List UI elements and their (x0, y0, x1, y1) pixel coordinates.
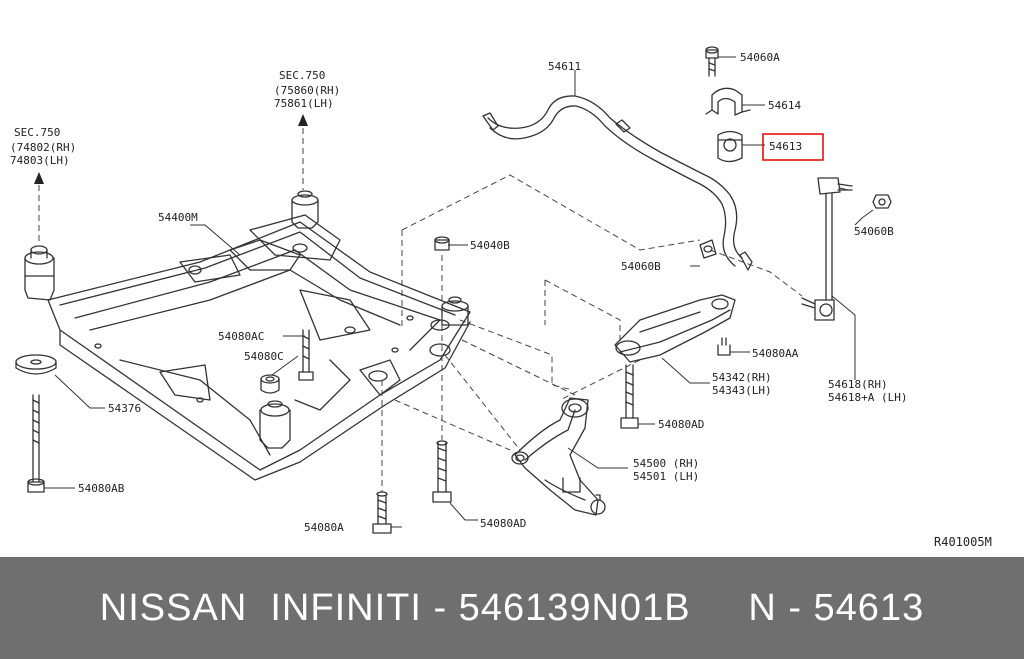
transverse-link-54500 (511, 397, 606, 516)
washer-54376 (15, 354, 57, 375)
label-54500-2: 54501 (LH) (633, 470, 699, 483)
highlight-box-54613 (762, 133, 824, 161)
bracket-54342 (614, 294, 736, 363)
label-54080A: 54080A (304, 521, 344, 534)
stabilizer-bar-54611 (482, 95, 753, 271)
label-54400M: 54400M (158, 211, 198, 224)
label-54614: 54614 (768, 99, 801, 112)
label-54611: 54611 (548, 60, 581, 73)
bolt-54080AD-right (620, 364, 639, 429)
label-sec750-a-1: SEC.750 (14, 126, 60, 139)
label-54080AC: 54080AC (218, 330, 264, 343)
label-sec750-a-3: 74803(LH) (10, 154, 70, 167)
label-sec750-b-1: SEC.750 (279, 69, 325, 82)
collar-54080C (260, 374, 280, 394)
label-54080AA: 54080AA (752, 347, 799, 360)
label-sec750-b-3: 75861(LH) (274, 97, 334, 110)
bolt-54080AD-center (432, 440, 452, 503)
label-54376: 54376 (108, 402, 141, 415)
bolt-54060A (705, 46, 719, 77)
nut-54060B-upper (872, 194, 892, 209)
label-54618-1: 54618(RH) (828, 378, 888, 391)
label-54060B-lower: 54060B (621, 260, 661, 273)
label-sec750-a-2: (74802(RH) (10, 141, 76, 154)
label-54060A: 54060A (740, 51, 780, 64)
label-54342-2: 54343(LH) (712, 384, 772, 397)
label-54060B-upper: 54060B (854, 225, 894, 238)
clamp-54614 (705, 87, 751, 116)
label-54080AD-right: 54080AD (658, 418, 704, 431)
footer-banner: NISSAN INFINITI - 546139N01B N - 54613 (0, 557, 1024, 659)
bushing-54613 (717, 130, 743, 163)
dashed-guides (38, 128, 803, 492)
bushing-54060B-lower (699, 239, 717, 259)
label-54080AB: 54080AB (78, 482, 125, 495)
label-sec750-b-2: (75860(RH) (274, 84, 340, 97)
bolt-54080A (372, 491, 392, 534)
bolt-54080AC (298, 329, 314, 381)
label-54040B: 54040B (470, 239, 510, 252)
connecting-rod-54618 (801, 177, 853, 321)
parts-diagram: SEC.750 (74802(RH) 74803(LH) SEC.750 (75… (10, 46, 992, 549)
label-54618-2: 54618+A (LH) (828, 391, 907, 404)
bolt-54080AA (717, 337, 731, 356)
arrows (34, 114, 308, 184)
label-54080AD-center: 54080AD (480, 517, 526, 530)
label-54613: 54613 (769, 140, 802, 153)
label-54080C: 54080C (244, 350, 284, 363)
label-54342-1: 54342(RH) (712, 371, 772, 384)
bolt-54080AB (27, 394, 45, 493)
footer-part-number: NISSAN INFINITI - 546139N01B N - 54613 (99, 586, 925, 629)
reference-code: R401005M (934, 535, 992, 549)
leader-lines (44, 56, 874, 528)
label-54500-1: 54500 (RH) (633, 457, 699, 470)
nut-54040B (434, 236, 450, 251)
